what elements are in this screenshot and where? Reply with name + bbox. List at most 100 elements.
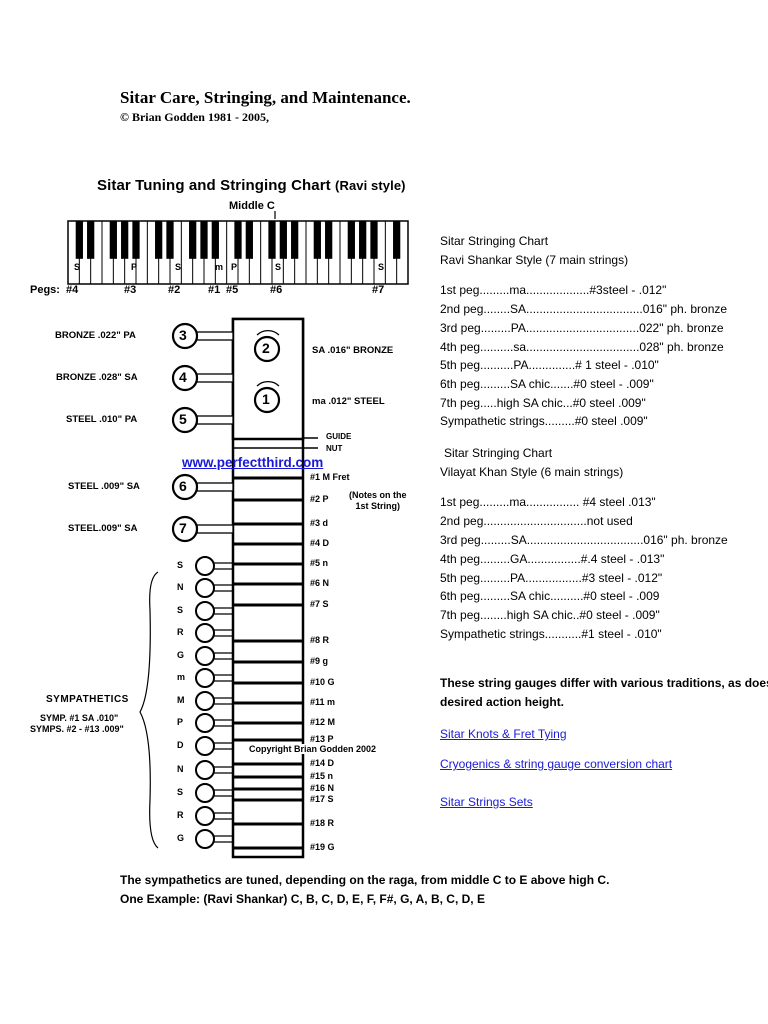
- sympathetic-peg: [195, 783, 215, 803]
- fret-label: #7 S: [310, 599, 329, 609]
- peg-position: #2: [168, 284, 181, 296]
- sympathetic-peg: [195, 556, 215, 576]
- sympathetic-note: S: [177, 605, 184, 615]
- chart-title: Sitar Tuning and Stringing Chart (Ravi s…: [97, 177, 406, 194]
- black-key: [268, 221, 276, 259]
- black-key: [279, 221, 287, 259]
- main-peg-number: 4: [179, 369, 187, 385]
- main-string-label: STEEL .009" SA: [68, 481, 140, 492]
- peg-shaft: [196, 524, 234, 534]
- black-key: [189, 221, 197, 259]
- symp-2-gauge: SYMPS. #2 - #13 .009": [30, 724, 124, 734]
- head-peg-number: 1: [262, 391, 270, 407]
- fret-label: #12 M: [310, 717, 336, 727]
- link-knots-fret-tying[interactable]: Sitar Knots & Fret Tying: [440, 727, 567, 741]
- ravi-line: Sympathetic strings.........#0 steel .00…: [440, 414, 648, 428]
- black-key: [109, 221, 117, 259]
- website-link[interactable]: www.perfectthird.com: [182, 455, 324, 470]
- ravi-line: 6th peg.........SA chic.......#0 steel -…: [440, 377, 654, 391]
- vilayat-line: Sympathetic strings...........#1 steel -…: [440, 627, 662, 641]
- head-peg: [253, 386, 281, 414]
- pegs-label: Pegs:: [30, 284, 60, 296]
- sympathetic-peg: [195, 668, 215, 688]
- black-key: [347, 221, 355, 259]
- vilayat-line: 2nd peg...............................no…: [440, 514, 633, 528]
- fret-label: #5 n: [310, 558, 329, 568]
- peg-position: #3: [124, 284, 137, 296]
- head-peg-number: 2: [262, 340, 270, 356]
- keyboard-mark: S: [378, 262, 385, 272]
- fret-label: #1 M Fret: [310, 472, 350, 482]
- black-key: [370, 221, 378, 259]
- symp-1-gauge: SYMP. #1 SA .010": [40, 713, 119, 723]
- peg-shaft: [196, 482, 234, 492]
- sympathetic-note: D: [177, 740, 184, 750]
- black-key: [87, 221, 95, 259]
- head-string-label: SA .016" BRONZE: [312, 345, 394, 356]
- black-key: [393, 221, 401, 259]
- keyboard-mark: S: [175, 262, 182, 272]
- black-key: [234, 221, 242, 259]
- black-key: [200, 221, 208, 259]
- footer-line-1: The sympathetics are tuned, depending on…: [120, 873, 610, 887]
- gauge-note-line-2: desired action height.: [440, 695, 565, 709]
- head-string-label: ma .012" STEEL: [312, 396, 385, 407]
- sympathetic-peg: [195, 578, 215, 598]
- peg-position: #7: [372, 284, 385, 296]
- sympathetic-peg: [195, 760, 215, 780]
- document-copyright: © Brian Godden 1981 - 2005,: [120, 110, 269, 124]
- document-title: Sitar Care, Stringing, and Maintenance.: [120, 88, 411, 107]
- main-string-label: STEEL .010" PA: [66, 414, 138, 425]
- keyboard: [67, 220, 409, 285]
- peg-position: #5: [226, 284, 239, 296]
- fret-label: #4 D: [310, 538, 330, 548]
- fret-label: #19 G: [310, 842, 335, 852]
- keyboard-mark: S: [275, 262, 282, 272]
- keyboard-mark: P: [231, 262, 238, 272]
- black-key: [359, 221, 367, 259]
- main-peg: [171, 473, 199, 501]
- fret-label: #13 P: [310, 734, 334, 744]
- main-peg-number: 3: [179, 327, 187, 343]
- sympathetic-note: G: [177, 650, 185, 660]
- keyboard-mark: S: [74, 262, 81, 272]
- sympathetic-peg: [195, 601, 215, 621]
- vilayat-line: 5th peg.........PA.................#3 st…: [440, 571, 663, 585]
- fret-label: #10 G: [310, 677, 335, 687]
- black-key: [291, 221, 299, 259]
- main-string-label: BRONZE .028" SA: [56, 372, 138, 383]
- ravi-line: 5th peg..........PA..............# 1 ste…: [440, 358, 659, 372]
- fret-label: #2 P: [310, 494, 329, 504]
- link-cryogenics-conversion[interactable]: Cryogenics & string gauge conversion cha…: [440, 757, 673, 771]
- chart-title-main: Sitar Tuning and Stringing Chart: [97, 177, 331, 194]
- main-pegs: [171, 322, 234, 543]
- vilayat-line: 4th peg.........GA................#.4 st…: [440, 552, 665, 566]
- peg-shaft: [196, 415, 234, 425]
- ravi-heading: Sitar Stringing Chart: [440, 234, 549, 248]
- ravi-line: 4th peg..........sa.....................…: [440, 340, 724, 354]
- fret-label: #6 N: [310, 578, 330, 588]
- sympathetics-label: SYMPATHETICS: [46, 694, 129, 705]
- vilayat-line: 7th peg........high SA chic..#0 steel - …: [440, 608, 660, 622]
- frets: [233, 476, 303, 850]
- black-key: [75, 221, 83, 259]
- black-key: [132, 221, 140, 259]
- peg-arrow: [256, 380, 280, 387]
- sympathetic-peg: [195, 829, 215, 849]
- peg-arrow: [256, 329, 280, 336]
- black-key: [313, 221, 321, 259]
- sympathetic-pegs: [195, 556, 233, 849]
- main-peg-number: 5: [179, 411, 187, 427]
- link-strings-sets[interactable]: Sitar Strings Sets: [440, 795, 533, 809]
- fret-label: #3 d: [310, 518, 329, 528]
- keyboard-mark: P: [131, 262, 138, 272]
- ravi-line: 3rd peg.........PA......................…: [440, 321, 724, 335]
- peg-position: #1: [208, 284, 221, 296]
- sympathetics-brace: [139, 571, 159, 849]
- main-peg: [171, 364, 199, 392]
- vilayat-subheading: Vilayat Khan Style (6 main strings): [440, 465, 624, 479]
- sympathetic-peg: [195, 623, 215, 643]
- fret-label: #15 n: [310, 771, 334, 781]
- black-key: [211, 221, 219, 259]
